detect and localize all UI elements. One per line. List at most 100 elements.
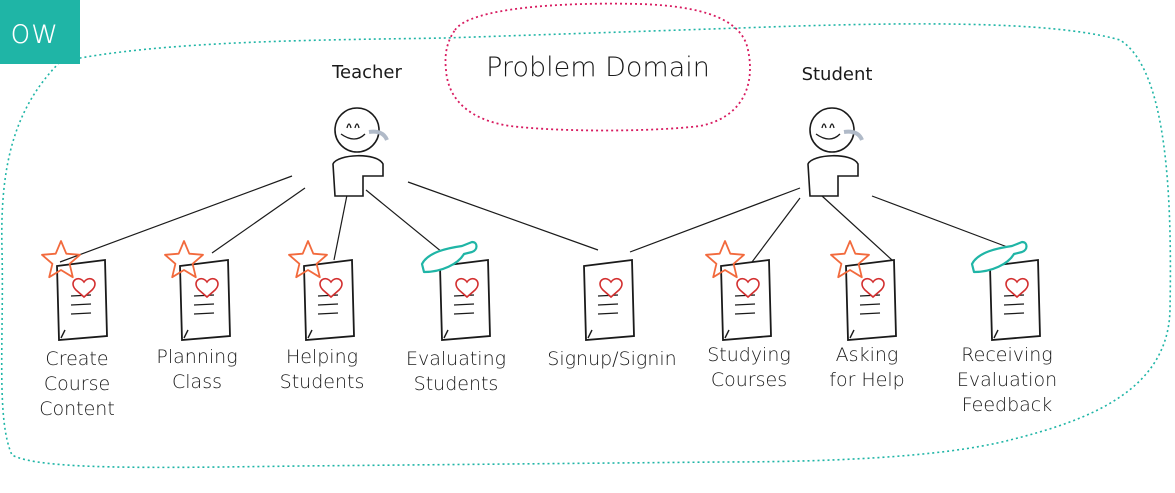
document-line (859, 312, 881, 315)
actor-smile (340, 133, 366, 140)
document-line (1003, 303, 1025, 306)
document-icon (845, 258, 897, 341)
document-fold (993, 329, 999, 339)
hand-icon (970, 240, 1028, 274)
association-line (821, 195, 893, 261)
document-fold (443, 329, 449, 339)
document-icon (583, 258, 635, 341)
star-icon (705, 240, 745, 279)
document-icon (56, 258, 108, 341)
document-line (193, 303, 215, 306)
document-icon (179, 258, 231, 341)
document-line (453, 294, 475, 297)
actor-label-student: Student (801, 64, 873, 85)
document-icon (303, 258, 355, 341)
use-case-icon (970, 240, 1041, 341)
document-fold (183, 329, 189, 339)
actor-student-figure (807, 107, 864, 197)
document-line (317, 312, 339, 315)
document-line (453, 303, 475, 306)
document-line (70, 303, 92, 306)
actor-body (807, 154, 859, 197)
document-line (317, 294, 339, 297)
document-line (734, 303, 756, 306)
problem-domain-title: Problem Domain (486, 52, 710, 83)
association-line (211, 187, 306, 254)
actor-body (332, 154, 384, 197)
document-line (597, 312, 619, 315)
use-case-label-signup-signin: Signup/Signin (547, 348, 677, 370)
actor-shade (843, 129, 864, 141)
document-fold (587, 329, 593, 339)
use-case-label-receiving-evaluation-feedback: Receiving Evaluation Feedback (956, 344, 1058, 416)
document-line (317, 303, 339, 306)
association-line (629, 187, 801, 253)
document-fold (307, 329, 313, 339)
document-line (734, 294, 756, 297)
document-line (1003, 294, 1025, 297)
use-case-icon (41, 240, 108, 341)
document-line (597, 294, 619, 297)
actor-label-teacher: Teacher (332, 62, 402, 83)
heart-icon (319, 277, 343, 299)
heart-icon (736, 277, 760, 299)
use-case-label-asking-for-help: Asking for Help (829, 344, 905, 391)
heart-icon (195, 277, 219, 299)
system-boundary (0, 23, 1172, 469)
actor-shade (368, 129, 389, 141)
actor-eyes (346, 123, 360, 129)
use-case-icon (705, 240, 772, 341)
use-case-icon (288, 240, 355, 341)
actor-head (809, 107, 855, 153)
use-case-icon (583, 258, 635, 341)
association-line (59, 175, 293, 263)
document-fold (849, 329, 855, 339)
heart-icon (599, 277, 623, 299)
actor-teacher-figure (332, 107, 389, 197)
document-line (734, 312, 756, 315)
heart-icon (1005, 277, 1029, 299)
document-line (70, 294, 92, 297)
actor-head (334, 107, 380, 153)
use-case-label-create-course-content: Create Course Content (39, 348, 115, 420)
association-line (407, 181, 599, 251)
star-icon (288, 240, 328, 279)
document-line (193, 294, 215, 297)
association-lines (59, 175, 1011, 271)
star-icon (41, 240, 81, 279)
document-icon (989, 258, 1041, 341)
star-icon (830, 240, 870, 279)
document-line (859, 303, 881, 306)
document-icon (439, 258, 491, 341)
document-line (1003, 312, 1025, 315)
use-case-label-evaluating-students: Evaluating Students (405, 348, 507, 395)
use-case-icon (830, 240, 897, 341)
problem-domain-outline (444, 2, 751, 132)
use-case-label-planning-class: Planning Class (156, 346, 238, 393)
use-case-icon (420, 240, 491, 341)
use-case-icon (164, 240, 231, 341)
corner-tab: ow (0, 0, 80, 64)
document-line (193, 312, 215, 315)
association-line (333, 189, 349, 261)
use-case-label-studying-courses: Studying Courses (707, 344, 791, 391)
document-line (597, 303, 619, 306)
document-fold (60, 329, 66, 339)
actor-smile (815, 133, 841, 140)
heart-icon (455, 277, 479, 299)
star-icon (164, 240, 204, 279)
association-line (871, 195, 1011, 249)
actor-eyes (821, 123, 835, 129)
corner-tab-text: ow (10, 12, 59, 52)
heart-icon (861, 277, 885, 299)
document-line (453, 312, 475, 315)
document-icon (720, 258, 772, 341)
document-fold (724, 329, 730, 339)
association-line (751, 197, 801, 263)
use-case-label-helping-students: Helping Students (279, 346, 365, 393)
hand-icon (420, 240, 478, 274)
document-line (859, 294, 881, 297)
document-line (70, 312, 92, 315)
